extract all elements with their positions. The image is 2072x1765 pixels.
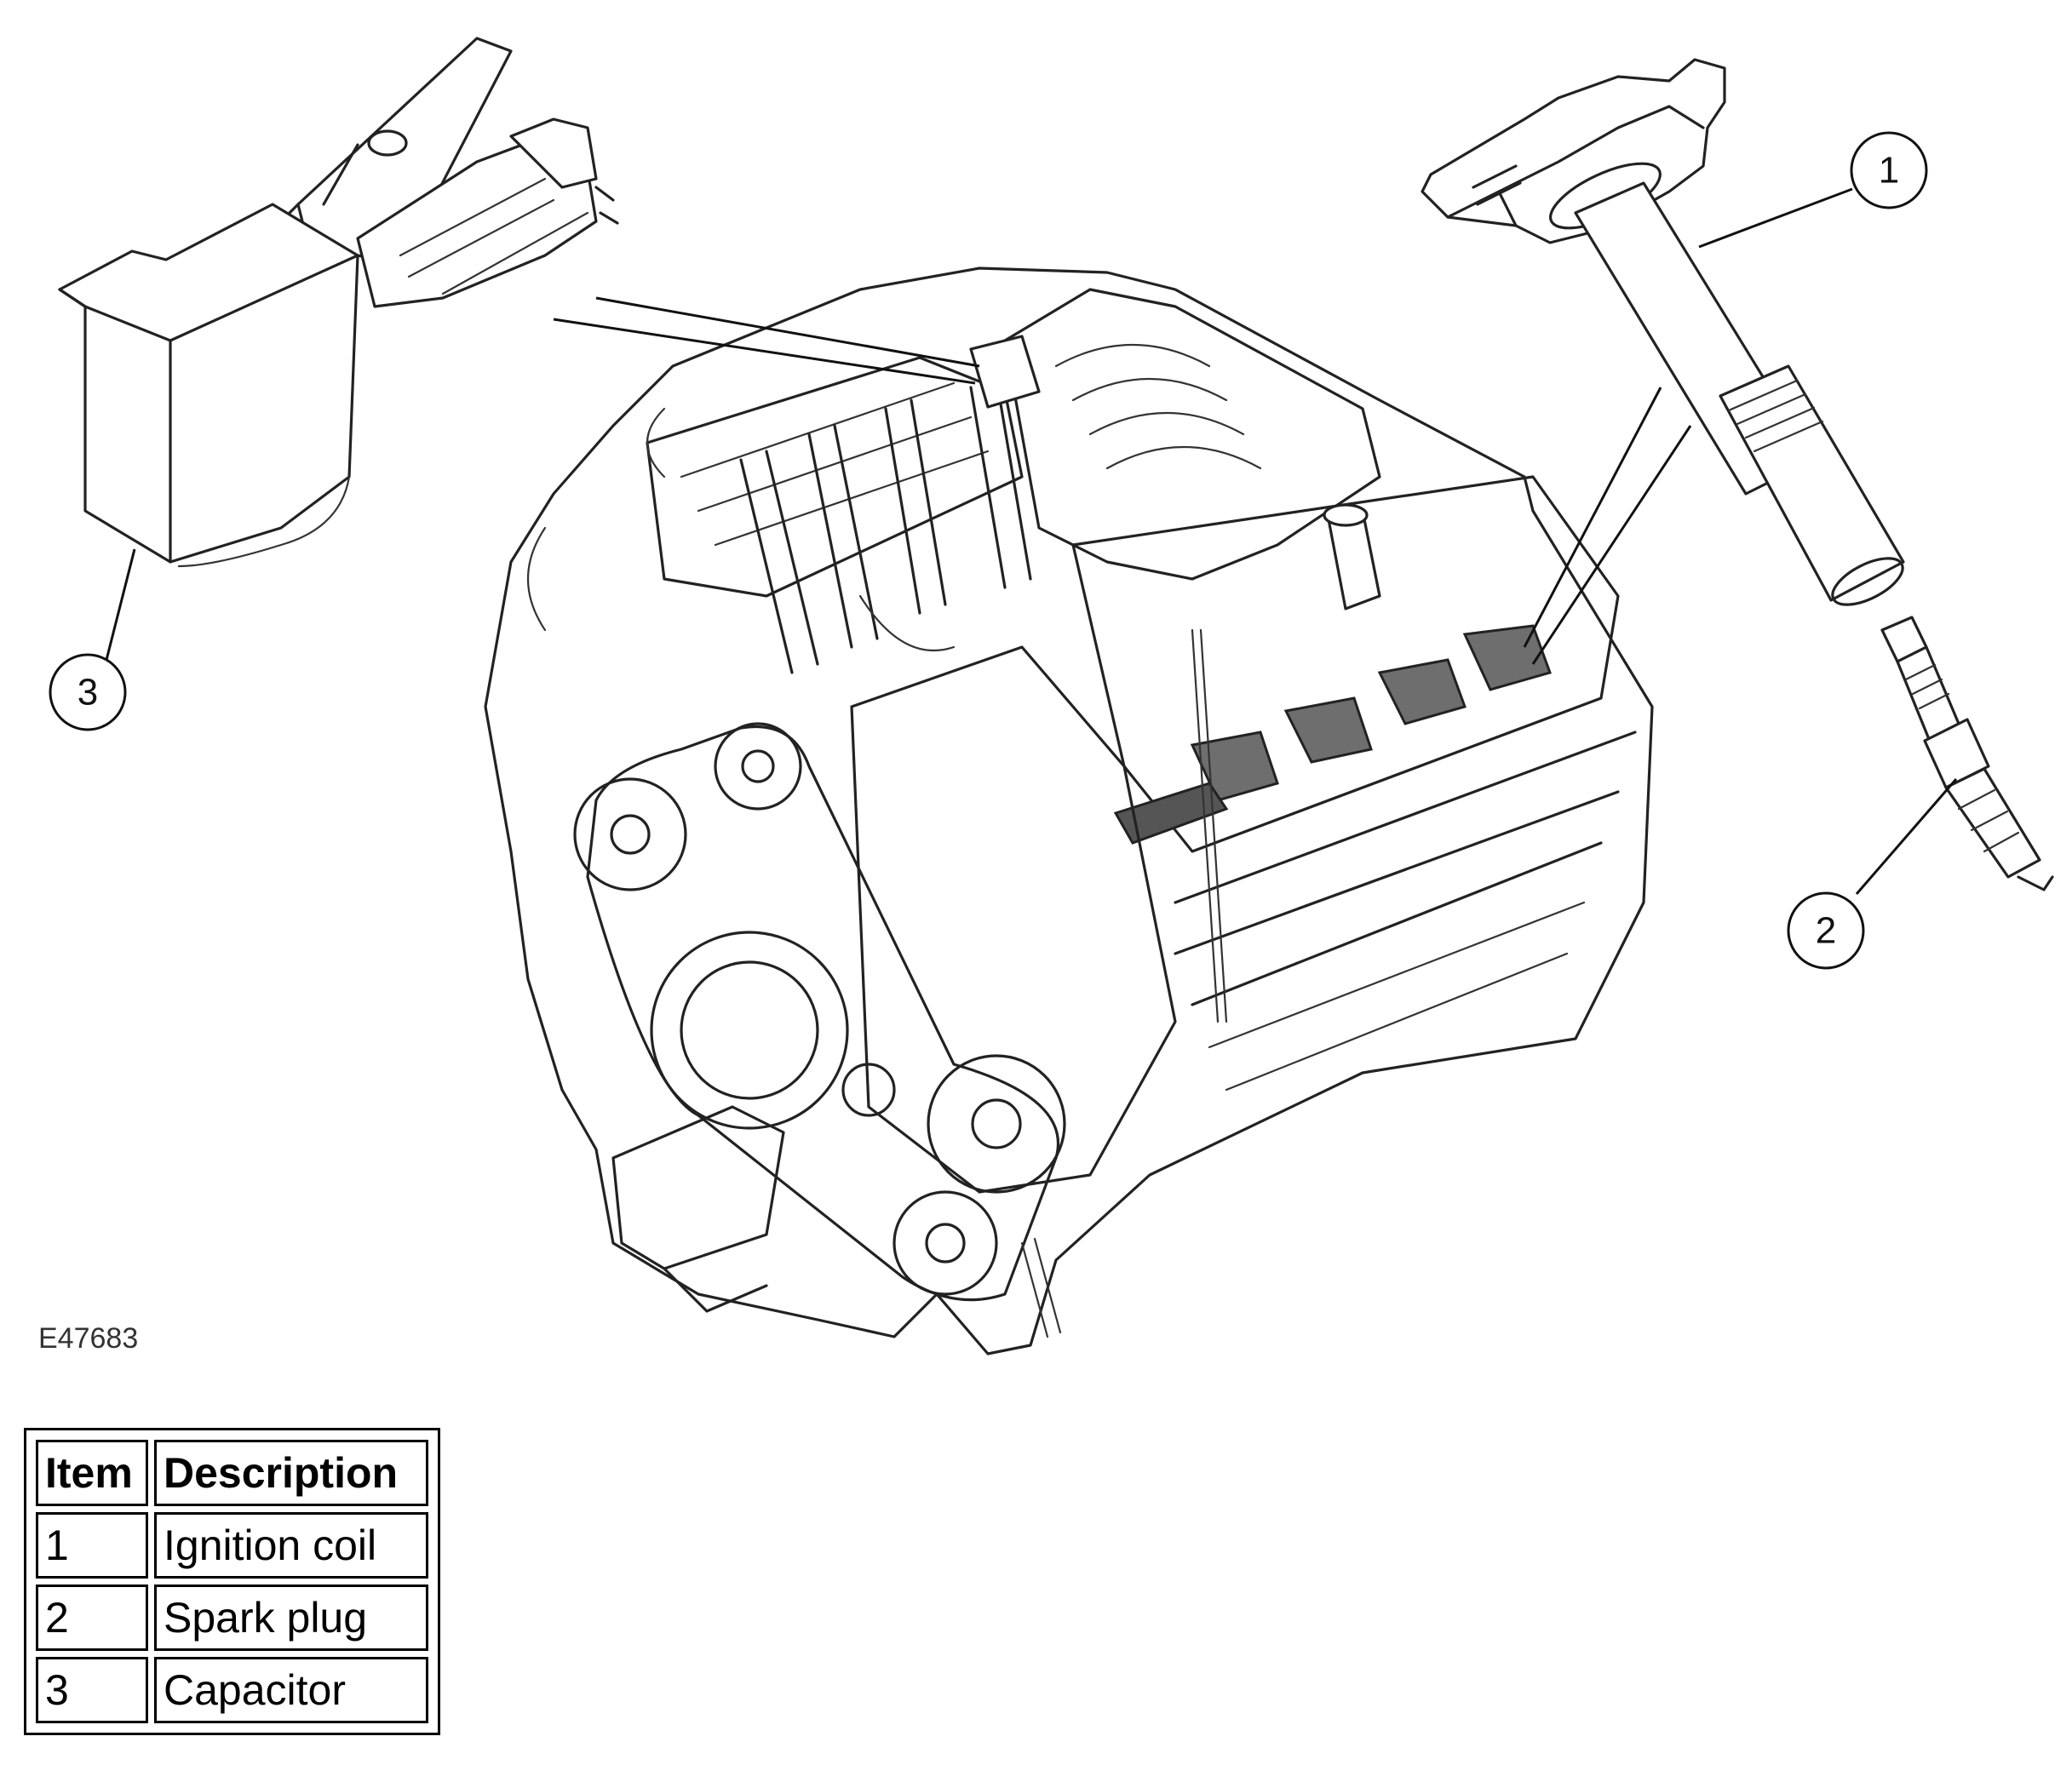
legend-item-number: 1 [36, 1512, 148, 1579]
leader-lines [105, 187, 1958, 895]
legend-header-row: Item Description [36, 1440, 428, 1506]
callout-1: 1 [1850, 131, 1928, 209]
callout-3-label: 3 [77, 672, 98, 713]
table-row: 1 Ignition coil [36, 1512, 428, 1579]
ignition-coil-illustration [1421, 58, 1905, 606]
engine-diagram: 1 2 3 E47683 [38, 37, 2054, 1355]
legend-item-description: Ignition coil [154, 1512, 428, 1579]
callout-2: 2 [1787, 891, 1865, 970]
legend: Item Description 1 Ignition coil 2 Spark… [30, 1434, 434, 1729]
table-row: 2 Spark plug [36, 1584, 428, 1651]
legend-item-description: Spark plug [154, 1584, 428, 1651]
engine-illustration: 1 2 3 E47683 [38, 37, 2054, 1355]
legend-item-number: 3 [36, 1657, 148, 1723]
engine-block-illustration [484, 266, 1654, 1355]
legend-header-item: Item [36, 1440, 148, 1506]
spark-plug-illustration [1880, 616, 2054, 891]
callout-2-label: 2 [1816, 910, 1836, 952]
table-row: 3 Capacitor [36, 1657, 428, 1723]
callout-3: 3 [49, 653, 127, 731]
legend-item-description: Capacitor [154, 1657, 428, 1723]
legend-item-number: 2 [36, 1584, 148, 1651]
legend-table: Item Description 1 Ignition coil 2 Spark… [24, 1428, 440, 1735]
callout-1-label: 1 [1879, 150, 1899, 192]
capacitor-illustration [58, 37, 619, 568]
figure-reference: E47683 [38, 1322, 138, 1355]
legend-header-description: Description [154, 1440, 428, 1506]
